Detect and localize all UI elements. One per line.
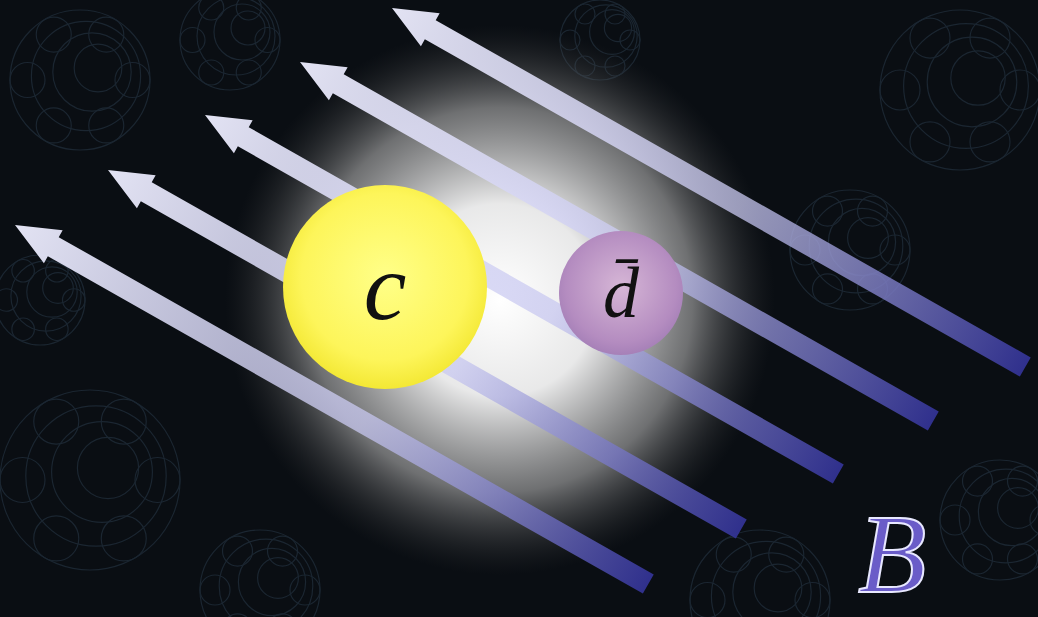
fractal-circle <box>690 530 830 617</box>
anti-down-quark: d̄ <box>559 231 683 355</box>
fractal-circle <box>940 505 970 535</box>
fractal-circle <box>910 122 950 162</box>
fractal-circle <box>795 583 830 617</box>
fractal-circle <box>180 28 205 53</box>
fractal-circle <box>236 0 261 20</box>
fractal-circle <box>970 122 1010 162</box>
fractal-circle <box>605 4 625 24</box>
fractal-circle <box>180 0 280 90</box>
fractal-circle <box>12 318 35 341</box>
fractal-circle <box>200 530 320 617</box>
fractal-circle <box>223 614 253 617</box>
fractal-circle <box>101 516 146 561</box>
fractal-circle <box>754 564 802 612</box>
fractal-circle <box>101 399 146 444</box>
fractal-circle <box>978 478 1038 545</box>
fractal-circle <box>236 60 261 85</box>
fractal-circle <box>716 537 751 572</box>
fractal-circle <box>268 614 298 617</box>
fractal-circle <box>963 544 993 574</box>
fractal-circle <box>89 108 124 143</box>
fractal-circle <box>769 537 804 572</box>
fractal-circle <box>880 10 1038 170</box>
fractal-circle <box>1030 505 1038 535</box>
fractal-circle <box>848 218 889 259</box>
fractal-circle <box>963 466 993 496</box>
fractal-circle <box>77 437 138 498</box>
fractal-circle <box>940 460 1038 580</box>
fractal-circle <box>52 422 153 523</box>
fractal-circle <box>199 0 224 20</box>
fractal-circle <box>998 488 1038 529</box>
fractal-circle <box>89 17 124 52</box>
fractal-circle <box>74 44 122 92</box>
fractal-circle <box>910 18 950 58</box>
fractal-circle <box>959 469 1038 563</box>
fractal-circle <box>290 575 320 605</box>
fractal-circle <box>575 4 595 24</box>
fractal-circle <box>34 399 79 444</box>
fractal-circle <box>620 30 640 50</box>
fractal-circle <box>880 235 910 265</box>
fractal-circle <box>46 318 69 341</box>
fractal-circle <box>36 108 71 143</box>
fractal-circle <box>1008 466 1038 496</box>
fractal-circle <box>10 10 150 150</box>
fractal-circle <box>690 583 725 617</box>
fractal-circle <box>231 11 265 45</box>
fractal-circle <box>858 196 888 226</box>
fractal-circle <box>0 390 180 570</box>
fractal-circle <box>927 37 1017 127</box>
quark-symbol: c <box>364 239 407 335</box>
fractal-circle <box>951 51 1005 105</box>
charm-quark: c <box>283 185 487 389</box>
fractal-circle <box>135 458 180 503</box>
fractal-circle <box>604 14 631 41</box>
fractal-circle <box>12 260 35 283</box>
field-arrow <box>99 153 751 545</box>
fractal-circle <box>36 17 71 52</box>
fractal-circle <box>0 458 45 503</box>
fractal-circle <box>880 70 920 110</box>
fractal-circle <box>34 516 79 561</box>
fractal-circle <box>223 536 253 566</box>
fractal-circle <box>255 28 280 53</box>
fractal-circle <box>813 196 843 226</box>
field-arrow <box>383 0 1035 384</box>
field-arrow <box>196 98 848 490</box>
fractal-circle <box>268 536 298 566</box>
fractal-circle <box>258 558 299 599</box>
fractal-circle <box>813 274 843 304</box>
fractal-circle <box>219 539 313 617</box>
fractal-circle <box>199 60 224 85</box>
fractal-circle <box>63 289 86 312</box>
fractal-circle <box>200 575 230 605</box>
fractal-circle <box>197 0 275 75</box>
fractal-circle <box>115 63 150 98</box>
quark-symbol: d̄ <box>603 257 639 329</box>
fractal-circle <box>733 553 811 617</box>
fractal-circle <box>0 289 18 312</box>
fractal-circle <box>1008 544 1038 574</box>
fractal-circle <box>31 21 140 130</box>
field-label: B <box>858 498 926 610</box>
fractal-circle <box>970 18 1010 58</box>
fractal-circle <box>10 63 45 98</box>
fractal-circle <box>1000 70 1038 110</box>
